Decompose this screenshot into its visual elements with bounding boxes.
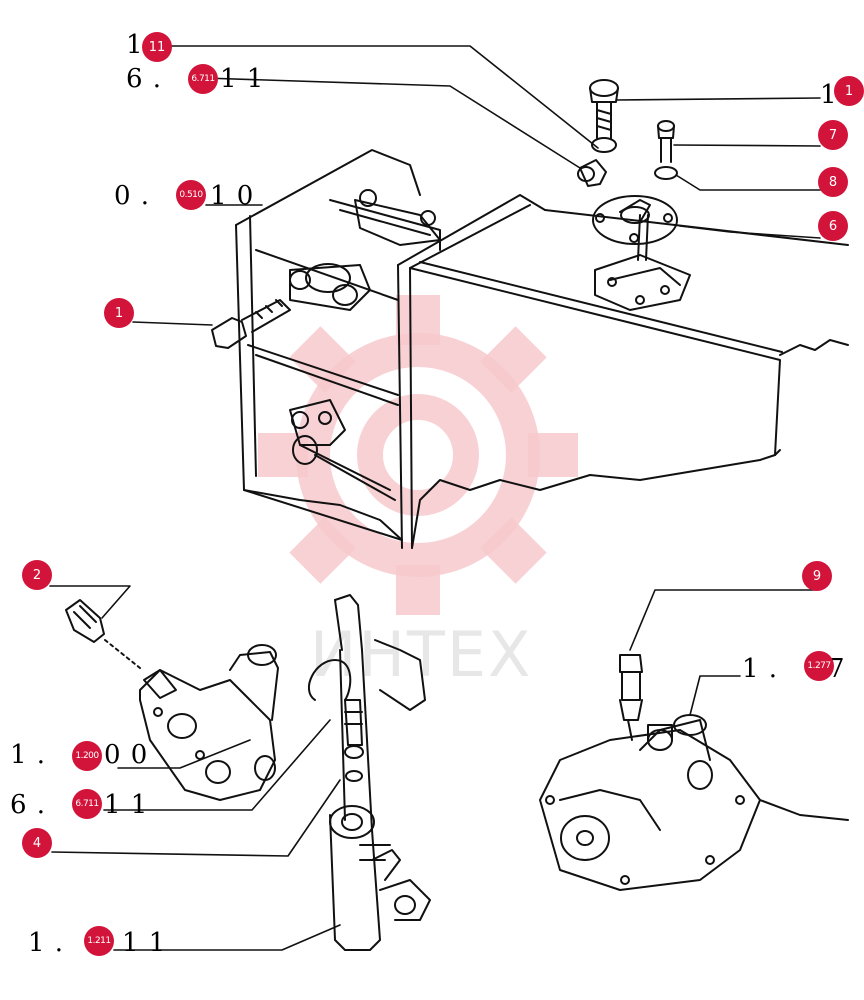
fitting-part-1 [211, 299, 291, 349]
callout-badge-1200[interactable]: 1.200 [72, 741, 102, 771]
ref-label-6711-bottom-suffix: 1 1 [104, 790, 149, 820]
ref-label-0510-suffix: 1 0 [210, 181, 255, 211]
ref-label-6711-top: 6 . [126, 64, 172, 94]
callout-badge-7[interactable]: 7 [818, 120, 848, 150]
ref-label-1277: 1 . [742, 654, 788, 684]
pump-cover-assembly [539, 654, 849, 891]
watermark-text: ИНТЕХ [310, 618, 533, 691]
ref-label-6711-bottom: 6 . [10, 790, 56, 820]
callout-badge-6711-bottom[interactable]: 6.711 [72, 789, 102, 819]
ref-label-1211: 1 . [28, 928, 74, 958]
callout-badge-1277[interactable]: 1.277 [804, 651, 834, 681]
callout-badge-8[interactable]: 8 [818, 167, 848, 197]
callout-badge-top-right[interactable]: 1 [834, 76, 864, 106]
ref-label-1200: 1 . [10, 740, 56, 770]
pipe-and-sensor [308, 594, 431, 951]
ref-label-6711-top-suffix: 1 1 [220, 64, 265, 94]
top-fasteners [577, 79, 678, 187]
callout-badge-11[interactable]: 11 [142, 32, 172, 62]
leader-lines [49, 45, 821, 951]
ref-label-0510: 0 . [114, 181, 160, 211]
callout-badge-9[interactable]: 9 [802, 561, 832, 591]
callout-badge-0510[interactable]: 0.510 [176, 180, 206, 210]
callout-badge-6711-top[interactable]: 6.711 [188, 64, 218, 94]
callout-badge-6[interactable]: 6 [818, 211, 848, 241]
fuel-tank-body [235, 149, 849, 549]
callout-badge-1[interactable]: 1 [104, 298, 134, 328]
callout-badge-1211[interactable]: 1.211 [84, 926, 114, 956]
ref-label-top-1: 1 [126, 30, 144, 60]
valve-body-assembly [65, 599, 279, 801]
ref-label-right-1: 1 [820, 80, 838, 110]
ref-label-1211-suffix: 1 1 [122, 928, 167, 958]
callout-badge-2[interactable]: 2 [22, 560, 52, 590]
ref-label-1200-suffix: 0 0 [104, 740, 149, 770]
callout-badge-4[interactable]: 4 [22, 828, 52, 858]
